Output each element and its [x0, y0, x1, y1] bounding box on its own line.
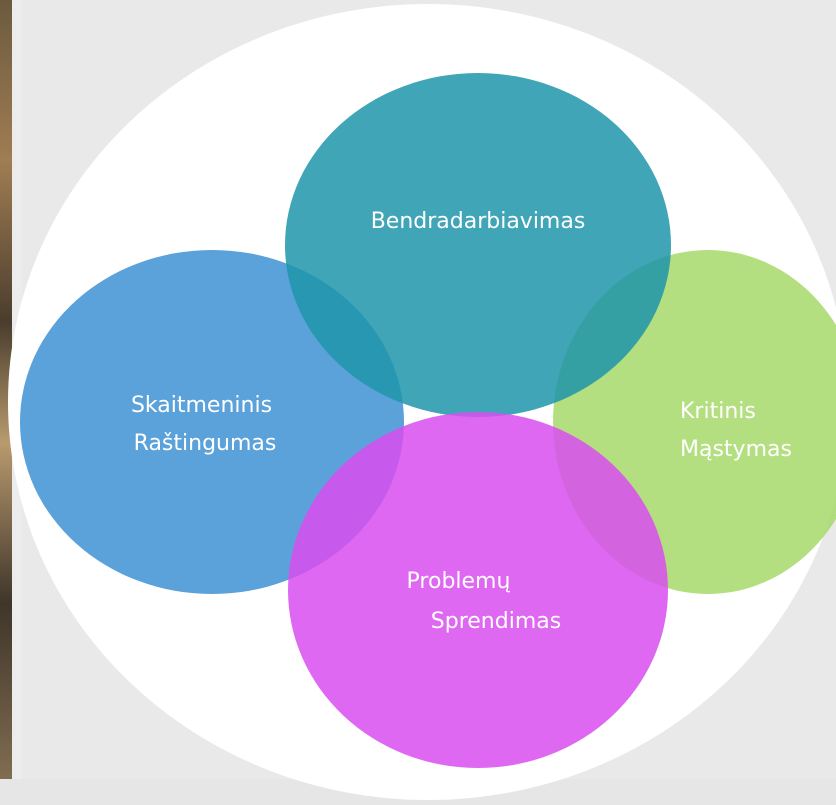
problemu-label-line-1: Problemų: [407, 569, 511, 594]
problemu-circle: [288, 412, 668, 768]
skaitmeninis-label-line-1: Skaitmeninis: [131, 393, 272, 418]
bendradarbiavimas-label: Bendradarbiavimas: [371, 209, 586, 234]
bendradarbiavimas-circle: [285, 73, 671, 417]
problemu-label-line-2: Sprendimas: [431, 609, 561, 634]
problemu-label: Problemų Sprendimas: [407, 569, 562, 634]
kritinis-label-line-1: Kritinis: [680, 399, 756, 424]
kritinis-label-line-2: Mąstymas: [680, 437, 792, 462]
skaitmeninis-circle: [20, 250, 404, 594]
skaitmeninis-label-line-2: Raštingumas: [134, 431, 277, 456]
skaitmeninis-label: Skaitmeninis Raštingumas: [131, 393, 279, 456]
kritinis-label: Kritinis Mąstymas: [680, 399, 792, 462]
bendradarbiavimas-label-line: Bendradarbiavimas: [371, 209, 586, 234]
